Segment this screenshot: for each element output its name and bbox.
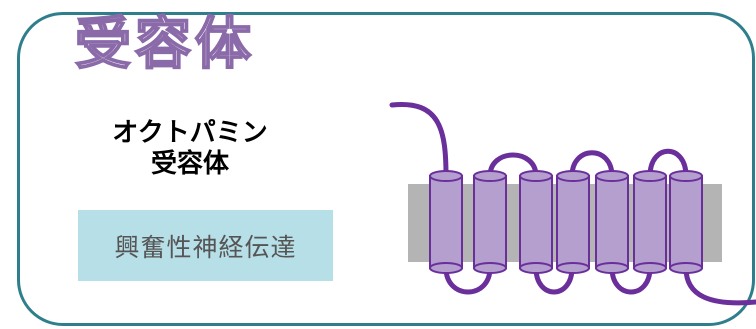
helix-2 <box>473 170 507 274</box>
helix-5 <box>595 170 629 274</box>
receptor-name-line1: オクトパミン <box>112 118 268 148</box>
helix-3 <box>519 170 553 274</box>
receptor-name: オクトパミン 受容体 <box>70 118 310 179</box>
page-title: 受容体 <box>74 12 255 77</box>
helix-7 <box>669 170 703 274</box>
receptor-name-line2: 受容体 <box>150 148 229 179</box>
helix-1 <box>429 170 463 274</box>
pathway-box: 興奮性神経伝達 <box>78 210 333 281</box>
pathway-label: 興奮性神経伝達 <box>114 232 297 262</box>
helix-4 <box>556 170 590 274</box>
transmembrane-helices <box>429 170 703 274</box>
helix-6 <box>633 170 667 274</box>
polypeptide-chain <box>389 101 756 306</box>
